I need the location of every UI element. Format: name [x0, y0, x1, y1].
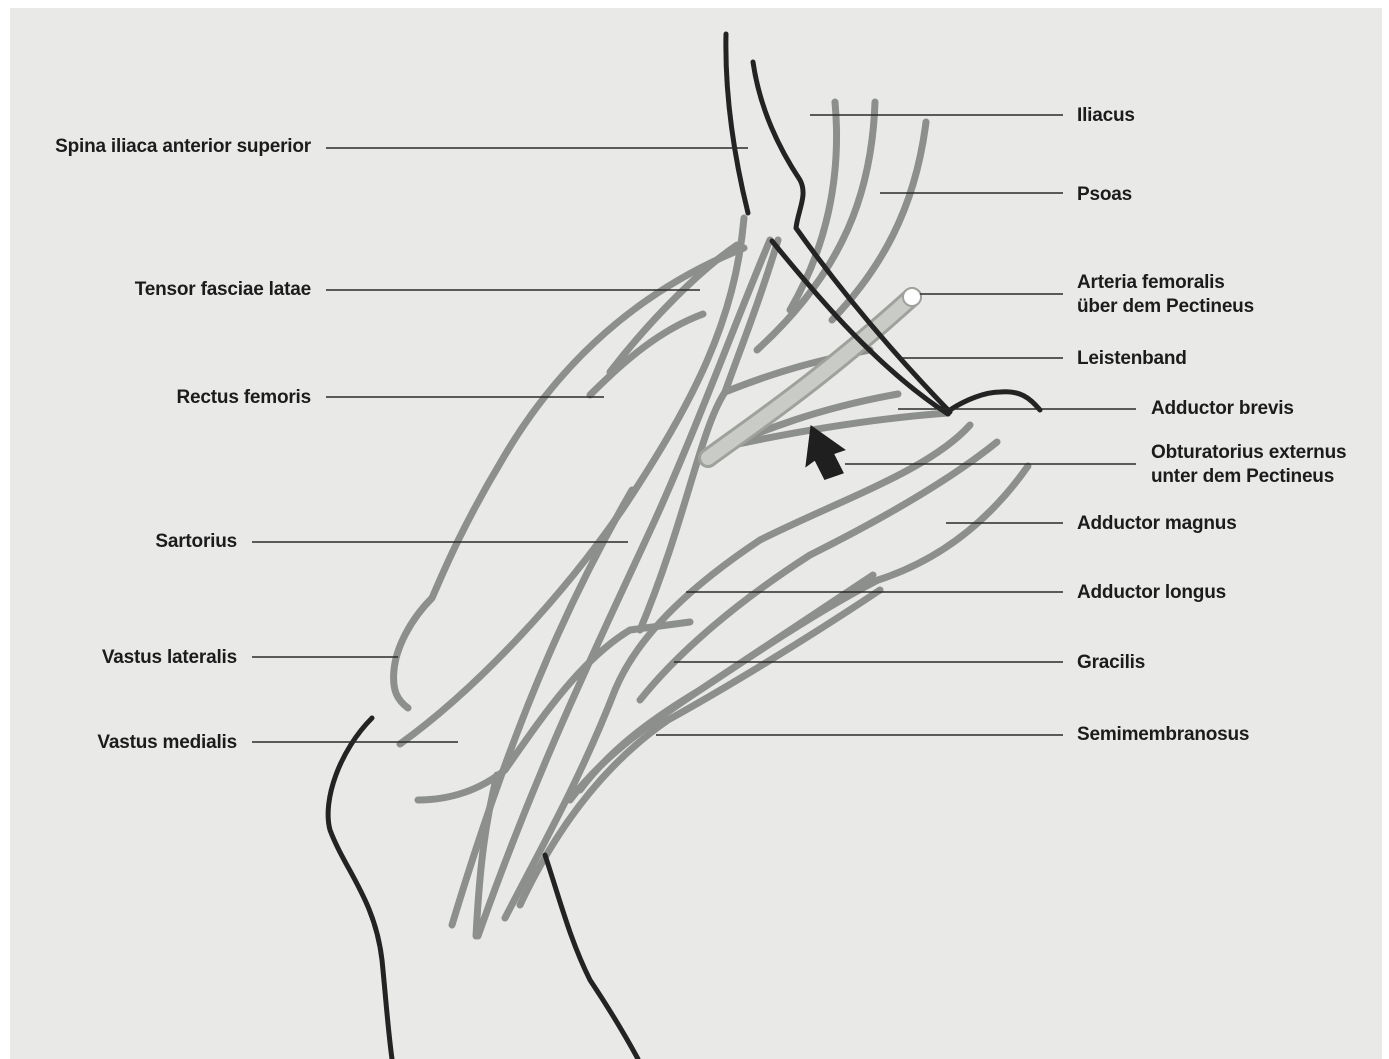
label-adductor-brevis: Adductor brevis [1151, 397, 1294, 421]
label-spina-iliaca: Spina iliaca anterior superior [55, 135, 311, 159]
adductor-longus-outline [505, 425, 970, 918]
artery-opening [903, 288, 921, 306]
label-obturatorius-externus: Obturatorius externus unter dem Pectineu… [1151, 441, 1346, 489]
label-vastus-medialis: Vastus medialis [97, 731, 237, 755]
label-adductor-longus: Adductor longus [1077, 581, 1226, 605]
label-sartorius: Sartorius [155, 530, 237, 554]
label-leistenband: Leistenband [1077, 347, 1187, 371]
label-arteria-line1: Arteria femoralis [1077, 271, 1254, 295]
label-tensor-fasciae-latae: Tensor fasciae latae [135, 278, 311, 302]
label-semimembranosus: Semimembranosus [1077, 723, 1249, 747]
iliacus-outline [790, 102, 837, 310]
medial-thigh-contour [545, 855, 638, 1059]
label-obturatorius-line2: unter dem Pectineus [1151, 465, 1346, 489]
label-gracilis: Gracilis [1077, 651, 1145, 675]
label-adductor-magnus: Adductor magnus [1077, 512, 1237, 536]
pelvis-left-contour [726, 34, 748, 213]
lateral-thigh-contour [328, 718, 392, 1059]
muscle-outlines [394, 102, 1028, 936]
label-vastus-lateralis: Vastus lateralis [102, 646, 237, 670]
label-arteria-line2: über dem Pectineus [1077, 295, 1254, 319]
label-rectus-femoris: Rectus femoris [177, 386, 311, 410]
label-obturatorius-line1: Obturatorius externus [1151, 441, 1346, 465]
pubic-contour [950, 392, 1040, 410]
label-arteria-femoralis: Arteria femoralis über dem Pectineus [1077, 271, 1254, 319]
sartorius-outline [478, 240, 770, 936]
label-psoas: Psoas [1077, 183, 1132, 207]
body-contours [328, 34, 1040, 1059]
label-iliacus: Iliacus [1077, 104, 1135, 128]
tensor-outline-2 [610, 245, 737, 372]
